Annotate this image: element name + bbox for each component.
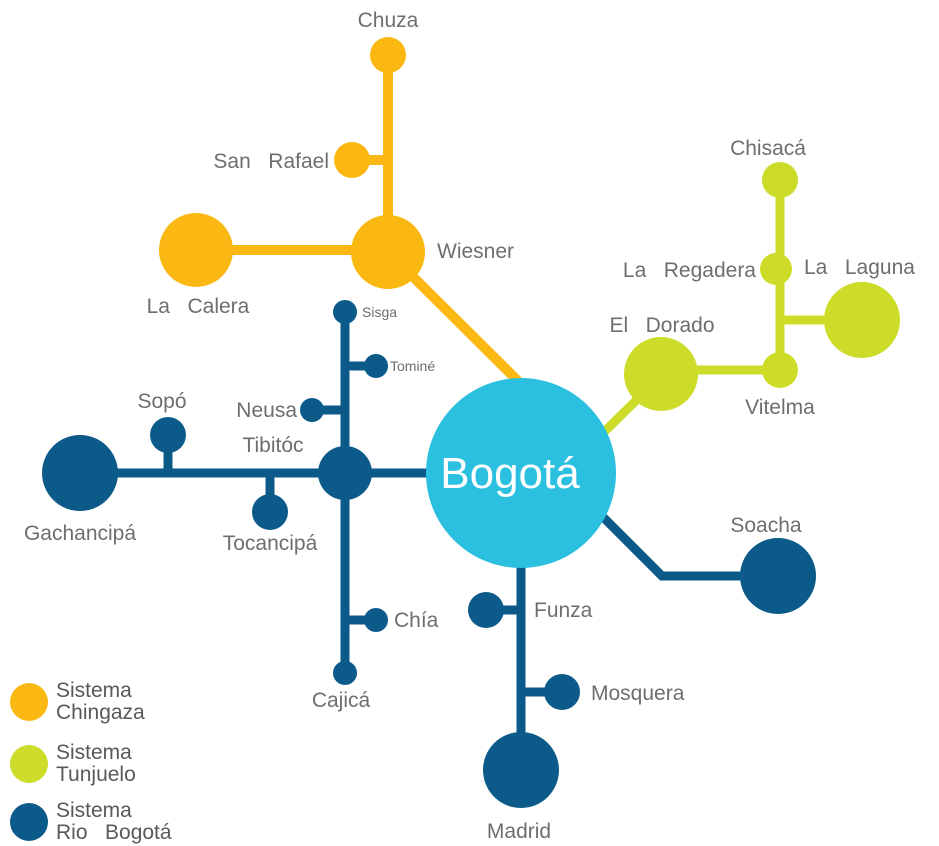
- legend-chingaza-line1: Sistema: [56, 679, 132, 702]
- el-dorado-label: El Dorado: [609, 314, 714, 337]
- legend-swatch-chingaza: [10, 683, 48, 721]
- chuza-label: Chuza: [358, 9, 419, 32]
- tomine-node: [364, 354, 388, 378]
- wiesner-node: [351, 215, 425, 289]
- cajica-node: [333, 661, 357, 685]
- tunjuelo-nodes: [624, 162, 900, 411]
- la-regadera-node: [760, 253, 792, 285]
- la-laguna-label: La Laguna: [804, 256, 915, 279]
- legend-tunjuelo-line1: Sistema: [56, 741, 132, 764]
- san-rafael-label: San Rafael: [213, 150, 329, 173]
- cajica-label: Cajicá: [312, 689, 371, 712]
- gachancipa-label: Gachancipá: [24, 522, 136, 545]
- tibitoc-node: [318, 446, 372, 500]
- chisaca-node: [762, 162, 798, 198]
- soacha-label: Soacha: [730, 514, 802, 537]
- rio-bogota-nodes: [42, 300, 816, 808]
- chia-node: [364, 608, 388, 632]
- tibitoc-label: Tibitóc: [242, 434, 303, 457]
- la-calera-node: [159, 213, 233, 287]
- legend: Sistema Chingaza Sistema Tunjuelo Sistem…: [10, 679, 172, 844]
- soacha-node: [740, 538, 816, 614]
- bogota-center-label: Bogotá: [440, 449, 580, 498]
- legend-swatch-rio-bogota: [10, 803, 48, 841]
- bogota-center-node: [426, 378, 616, 568]
- san-rafael-node: [334, 142, 370, 178]
- tocancipa-node: [252, 494, 288, 530]
- la-regadera-label: La Regadera: [623, 259, 756, 282]
- tomine-label: Tominé: [390, 358, 435, 374]
- legend-item-rio-bogota: Sistema Rio Bogotá: [10, 799, 172, 844]
- legend-rio-bogota-line2: Rio Bogotá: [56, 821, 172, 844]
- chuza-node: [370, 37, 406, 73]
- legend-item-tunjuelo: Sistema Tunjuelo: [10, 741, 136, 786]
- mosquera-label: Mosquera: [591, 682, 685, 705]
- legend-swatch-tunjuelo: [10, 745, 48, 783]
- legend-item-chingaza: Sistema Chingaza: [10, 679, 145, 724]
- chisaca-label: Chisacá: [730, 137, 806, 160]
- vitelma-label: Vitelma: [745, 396, 815, 419]
- funza-node: [468, 592, 504, 628]
- la-laguna-node: [824, 282, 900, 358]
- sisga-label: Sisga: [362, 304, 397, 320]
- chingaza-nodes: [159, 37, 425, 289]
- sisga-node: [333, 300, 357, 324]
- neusa-label: Neusa: [236, 399, 297, 422]
- gachancipa-node: [42, 435, 118, 511]
- sopo-label: Sopó: [137, 390, 186, 413]
- legend-rio-bogota-line1: Sistema: [56, 799, 132, 822]
- madrid-label: Madrid: [487, 820, 551, 843]
- wiesner-label: Wiesner: [437, 240, 514, 263]
- legend-tunjuelo-line2: Tunjuelo: [56, 763, 136, 786]
- sopo-node: [150, 417, 186, 453]
- mosquera-node: [544, 674, 580, 710]
- el-dorado-node: [624, 337, 698, 411]
- madrid-node: [483, 732, 559, 808]
- la-calera-label: La Calera: [147, 295, 250, 318]
- tocancipa-label: Tocancipá: [223, 532, 318, 555]
- legend-chingaza-line2: Chingaza: [56, 701, 145, 724]
- vitelma-node: [762, 352, 798, 388]
- chingaza-lines: [196, 55, 526, 389]
- funza-label: Funza: [534, 599, 593, 622]
- bogota-soacha-line: [594, 508, 778, 581]
- chia-label: Chía: [394, 609, 439, 632]
- neusa-node: [300, 398, 324, 422]
